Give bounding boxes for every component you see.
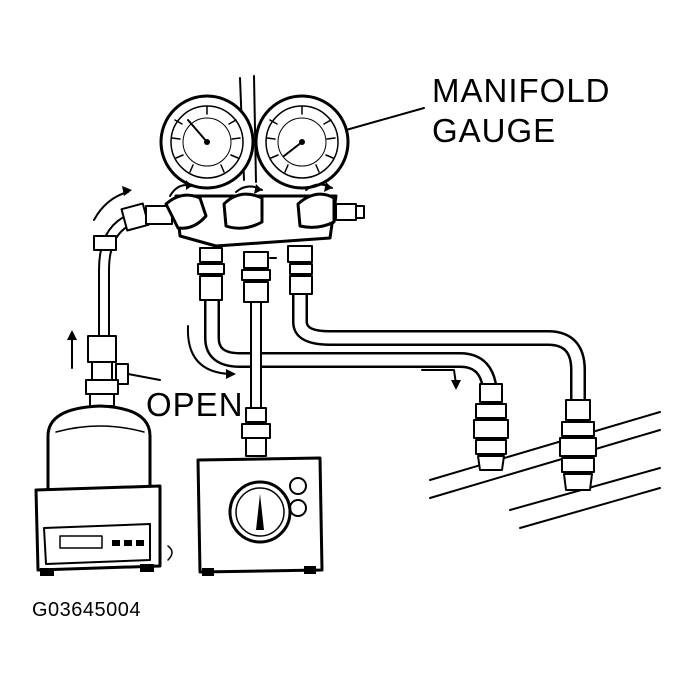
hose-high-side <box>292 282 586 410</box>
vacuum-pump <box>196 407 324 576</box>
service-fitting-high <box>559 399 597 491</box>
hose-low-side <box>204 292 498 400</box>
hose-cylinder-to-manifold <box>93 202 173 346</box>
service-fitting-low <box>473 383 509 471</box>
open-label: OPEN <box>146 386 244 423</box>
leader-open <box>127 373 161 381</box>
figure-id: G03645004 <box>32 599 142 621</box>
manifold-gauge <box>159 75 365 303</box>
charging-scale <box>34 484 173 576</box>
flow-arrows <box>93 186 461 390</box>
engine-lines <box>429 411 661 529</box>
leader-manifold <box>345 107 425 131</box>
manifold-label-line1: MANIFOLD <box>432 72 611 109</box>
manifold-label-line2: GAUGE <box>432 112 557 149</box>
